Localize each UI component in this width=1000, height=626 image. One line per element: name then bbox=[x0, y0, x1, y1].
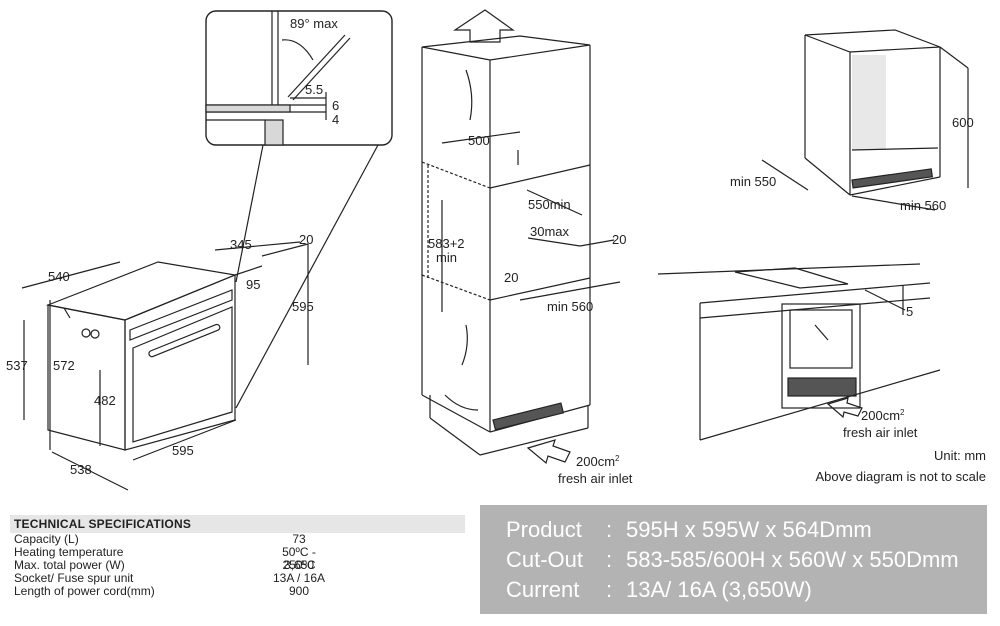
dim-550min: 550min bbox=[528, 197, 571, 212]
dim-482: 482 bbox=[94, 393, 116, 408]
dim-345: 345 bbox=[230, 237, 252, 252]
dim-20-center: 20 bbox=[504, 270, 518, 285]
air-inlet-value-column: 200cm2 bbox=[576, 454, 620, 469]
summary-key: Cut-Out bbox=[506, 547, 584, 572]
scale-note: Above diagram is not to scale bbox=[815, 469, 986, 484]
dim-572: 572 bbox=[53, 358, 75, 373]
summary-row: Cut-Out : 583-585/600H x 560W x 550Dmm bbox=[480, 545, 987, 575]
undercounter-cabinet-drawing bbox=[761, 29, 969, 211]
dim-583-2: 583+2 bbox=[428, 236, 465, 251]
dim-min-560-undercounter: min 560 bbox=[900, 198, 946, 213]
product-summary-panel: Product : 595H x 595W x 564Dmm Cut-Out :… bbox=[480, 505, 987, 614]
dim-537: 537 bbox=[6, 358, 28, 373]
air-inlet-label-counter: fresh air inlet bbox=[843, 425, 918, 440]
summary-colon: : bbox=[606, 577, 613, 602]
spec-label: Socket/ Fuse spur unit bbox=[14, 571, 134, 585]
summary-value: 595H x 595W x 564Dmm bbox=[626, 517, 872, 542]
dim-5: 5 bbox=[906, 304, 913, 319]
summary-value: 13A/ 16A (3,650W) bbox=[626, 577, 812, 602]
spec-row: Socket/ Fuse spur unit 13A / 16A bbox=[10, 572, 465, 585]
column-cabinet-drawing bbox=[421, 9, 621, 465]
air-inlet-sup-counter: 2 bbox=[900, 408, 905, 417]
spec-label: Max. total power (W) bbox=[14, 558, 125, 572]
summary-colon: : bbox=[606, 517, 613, 542]
spec-label: Capacity (L) bbox=[14, 532, 79, 546]
dim-500: 500 bbox=[468, 133, 490, 148]
spec-value: 3,650 bbox=[283, 558, 315, 572]
door-hinge-detail bbox=[205, 10, 393, 409]
dim-95: 95 bbox=[246, 277, 260, 292]
dim-20-top: 20 bbox=[299, 232, 313, 247]
oven-drawing bbox=[21, 241, 309, 491]
dim-min-550: min 550 bbox=[730, 174, 776, 189]
summary-value: 583-585/600H x 560W x 550Dmm bbox=[626, 547, 959, 572]
dim-20-right: 20 bbox=[612, 232, 626, 247]
dim-538: 538 bbox=[70, 462, 92, 477]
spec-title: TECHNICAL SPECIFICATIONS bbox=[10, 515, 465, 533]
dim-5-5: 5.5 bbox=[305, 82, 323, 97]
spec-value: 13A / 16A bbox=[272, 571, 326, 585]
dim-30max: 30max bbox=[530, 224, 570, 239]
summary-row: Product : 595H x 595W x 564Dmm bbox=[480, 515, 987, 545]
air-inlet-value-counter-text: 200cm bbox=[861, 408, 900, 423]
air-inlet-value-counter: 200cm2 bbox=[861, 408, 905, 423]
spec-row: Max. total power (W) 3,650 bbox=[10, 559, 465, 572]
technical-specifications: TECHNICAL SPECIFICATIONS Capacity (L) 73… bbox=[10, 515, 465, 598]
spec-value: 73 bbox=[292, 532, 306, 546]
dim-595-width: 595 bbox=[172, 443, 194, 458]
summary-key: Current bbox=[506, 577, 580, 602]
unit-note: Unit: mm bbox=[934, 448, 986, 463]
spec-value: 900 bbox=[288, 584, 310, 598]
spec-value: 50ºC - 250ºC bbox=[282, 545, 316, 572]
summary-row: Current : 13A/ 16A (3,650W) bbox=[480, 575, 987, 605]
dim-540: 540 bbox=[48, 269, 70, 284]
spec-row: Heating temperature 50ºC - 250ºC bbox=[10, 545, 465, 572]
counter-oven-drawing bbox=[657, 263, 941, 441]
dim-6: 6 bbox=[332, 98, 339, 113]
spec-row: Length of power cord(mm) 900 bbox=[10, 585, 465, 598]
spec-row: Capacity (L) 73 bbox=[10, 533, 465, 546]
dim-4: 4 bbox=[332, 112, 339, 127]
summary-colon: : bbox=[606, 547, 613, 572]
spec-label: Length of power cord(mm) bbox=[14, 584, 155, 598]
dim-min-560: min 560 bbox=[547, 299, 593, 314]
angle-label: 89° max bbox=[290, 16, 338, 31]
dim-600: 600 bbox=[952, 115, 974, 130]
spec-label: Heating temperature bbox=[14, 545, 124, 559]
installation-diagram: 89° max 5.5 6 4 540 345 20 95 595 537 57… bbox=[6, 9, 986, 491]
dim-583-min: min bbox=[436, 250, 457, 265]
dim-595-height: 595 bbox=[292, 299, 314, 314]
air-inlet-value-column-text: 200cm bbox=[576, 454, 615, 469]
air-inlet-sup-column: 2 bbox=[615, 454, 620, 463]
summary-key: Product bbox=[506, 517, 582, 542]
air-inlet-label-column: fresh air inlet bbox=[558, 471, 633, 486]
